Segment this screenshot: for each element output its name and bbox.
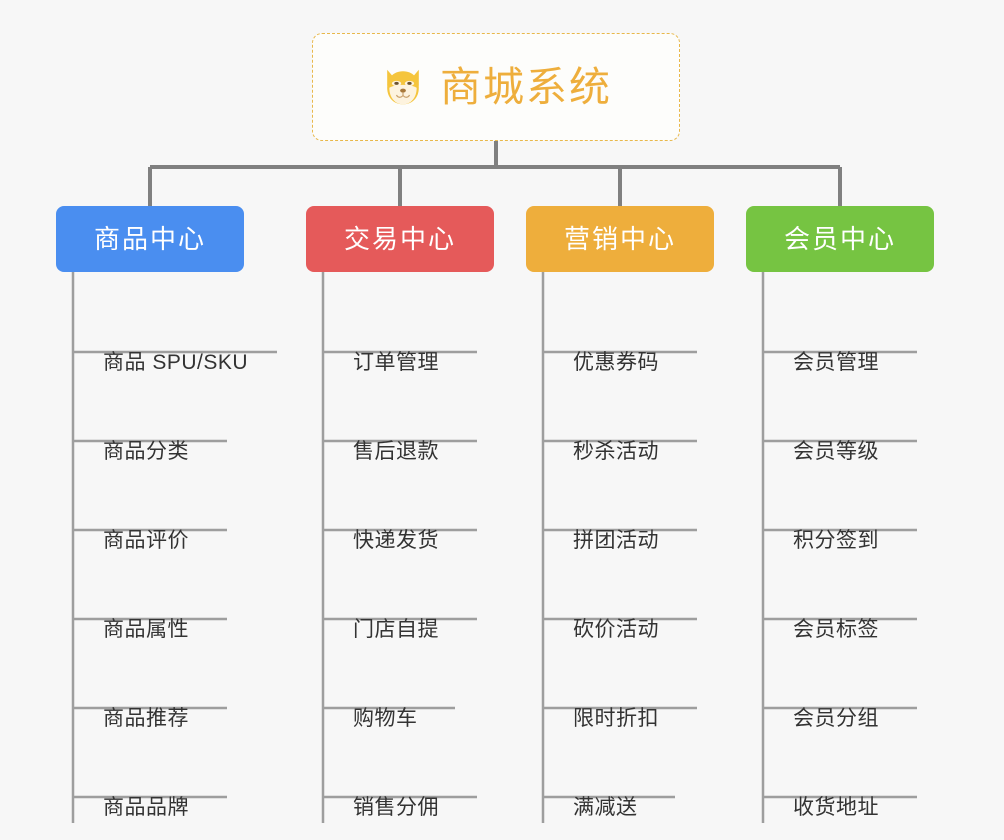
leaf-item[interactable]: 优惠券码 — [543, 290, 773, 379]
leaf-item[interactable]: 销售分佣 — [323, 735, 553, 824]
leaf-item[interactable]: 限时折扣 — [543, 646, 773, 735]
category-box-交易中心[interactable]: 交易中心 — [306, 206, 494, 272]
leaf-label: 秒杀活动 — [573, 440, 659, 463]
leaf-item[interactable]: 会员标签 — [763, 557, 993, 646]
leaf-label: 商品品牌 — [103, 796, 189, 819]
leaf-item[interactable]: 会员管理 — [763, 290, 993, 379]
leaf-item[interactable]: 售后退款 — [323, 379, 553, 468]
leaf-item[interactable]: 商品品牌 — [73, 735, 303, 824]
leaf-label: 售后退款 — [353, 440, 439, 463]
leaf-label: 会员分组 — [793, 707, 879, 730]
leaf-label: 拼团活动 — [573, 529, 659, 552]
leaf-item[interactable]: 商品评价 — [73, 468, 303, 557]
leaf-item[interactable]: 购物车 — [323, 646, 553, 735]
leaf-label: 会员管理 — [793, 351, 879, 374]
leaf-item[interactable]: 快递发货 — [323, 468, 553, 557]
leaf-label: 订单管理 — [353, 351, 439, 374]
leaf-label: 快递发货 — [353, 529, 439, 552]
leaf-item[interactable]: 会员分组 — [763, 646, 993, 735]
leaf-item[interactable]: 商品属性 — [73, 557, 303, 646]
category-box-营销中心[interactable]: 营销中心 — [526, 206, 714, 272]
leaf-column-2: 订单管理 售后退款 快递发货 门店自提 购物车 销售分佣 — [323, 290, 553, 824]
leaf-item[interactable]: 砍价活动 — [543, 557, 773, 646]
root-title: 商城系统 — [440, 63, 612, 110]
leaf-column-3: 优惠券码 秒杀活动 拼团活动 砍价活动 限时折扣 满减送 — [543, 290, 773, 824]
leaf-item[interactable]: 秒杀活动 — [543, 379, 773, 468]
leaf-label: 商品分类 — [103, 440, 189, 463]
leaf-label: 商品 SPU/SKU — [103, 351, 249, 374]
leaf-label: 砍价活动 — [573, 618, 659, 641]
category-label: 会员中心 — [783, 224, 896, 254]
leaf-label: 收货地址 — [793, 796, 879, 819]
leaf-item[interactable]: 商品 SPU/SKU — [73, 290, 303, 379]
leaf-column-1: 商品 SPU/SKU 商品分类 商品评价 商品属性 商品推荐 商品品牌 — [73, 290, 303, 824]
leaf-label: 满减送 — [573, 796, 638, 819]
leaf-label: 商品评价 — [103, 529, 189, 552]
leaf-item[interactable]: 会员等级 — [763, 379, 993, 468]
leaf-label: 会员标签 — [793, 618, 879, 641]
category-label: 营销中心 — [563, 224, 676, 254]
leaf-item[interactable]: 商品分类 — [73, 379, 303, 468]
leaf-item[interactable]: 积分签到 — [763, 468, 993, 557]
leaf-item[interactable]: 收货地址 — [763, 735, 993, 824]
category-box-商品中心[interactable]: 商品中心 — [56, 206, 244, 272]
leaf-item[interactable]: 满减送 — [543, 735, 773, 824]
leaf-item[interactable]: 拼团活动 — [543, 468, 773, 557]
leaf-item[interactable]: 订单管理 — [323, 290, 553, 379]
shiba-dog-face-icon — [387, 69, 419, 105]
leaf-item[interactable]: 商品推荐 — [73, 646, 303, 735]
category-label: 商品中心 — [93, 224, 206, 254]
leaf-label: 优惠券码 — [573, 351, 659, 374]
root-node[interactable]: 商城系统 — [312, 33, 680, 141]
leaf-label: 会员等级 — [793, 440, 879, 463]
leaf-label: 门店自提 — [353, 618, 439, 641]
leaf-label: 商品属性 — [103, 618, 189, 641]
leaf-label: 销售分佣 — [353, 796, 439, 819]
category-label: 交易中心 — [343, 224, 456, 254]
category-box-会员中心[interactable]: 会员中心 — [746, 206, 934, 272]
leaf-label: 积分签到 — [793, 529, 879, 552]
leaf-label: 商品推荐 — [103, 707, 189, 730]
leaf-column-4: 会员管理 会员等级 积分签到 会员标签 会员分组 收货地址 — [763, 290, 993, 824]
leaf-label: 限时折扣 — [573, 707, 659, 730]
leaf-item[interactable]: 门店自提 — [323, 557, 553, 646]
leaf-label: 购物车 — [353, 707, 418, 730]
